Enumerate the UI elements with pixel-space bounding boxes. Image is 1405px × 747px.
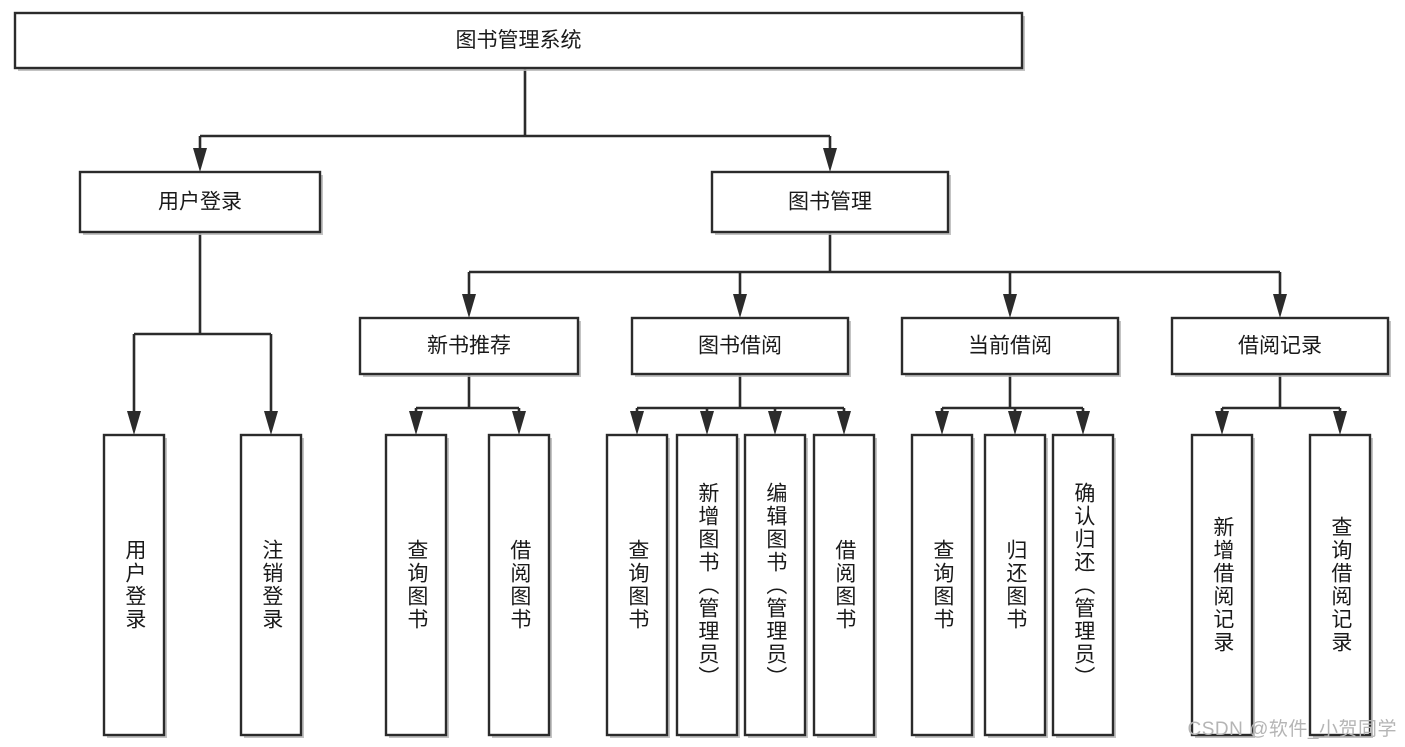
arrow-head-icon: [733, 294, 747, 318]
arrow-head-icon: [1003, 294, 1017, 318]
node-box-current-borrow[interactable]: [900, 316, 1120, 376]
connector-c-user-login: [127, 232, 278, 435]
node-label-user-login: 用户登录: [158, 191, 242, 214]
node-label-new-book-recommend: 新书推荐: [427, 335, 511, 358]
node-box-user-login[interactable]: [78, 170, 322, 234]
node-label-root: 图书管理系统: [456, 29, 582, 52]
arrow-head-icon: [193, 148, 207, 172]
arrow-head-icon: [823, 148, 837, 172]
node-box-leaf-logout[interactable]: [239, 433, 303, 737]
arrow-head-icon: [837, 411, 851, 435]
node-label-borrow-record: 借阅记录: [1238, 335, 1322, 358]
connector-layer: [127, 68, 1347, 435]
node-box-leaf-user-login[interactable]: [102, 433, 166, 737]
node-label-current-borrow: 当前借阅: [968, 335, 1052, 358]
arrow-head-icon: [1333, 411, 1347, 435]
arrow-head-icon: [1215, 411, 1229, 435]
node-box-book-management[interactable]: [710, 170, 950, 234]
connector-c-new-book: [409, 374, 526, 435]
connector-c-current-borrow: [935, 374, 1090, 435]
arrow-head-icon: [935, 411, 949, 435]
arrow-head-icon: [409, 411, 423, 435]
arrow-head-icon: [700, 411, 714, 435]
connector-c-book-borrow: [630, 374, 851, 435]
node-box-leaf-return-book[interactable]: [983, 433, 1047, 737]
arrow-head-icon: [127, 411, 141, 435]
node-box-leaf-add-book[interactable]: [675, 433, 739, 737]
arrow-head-icon: [1273, 294, 1287, 318]
node-box-leaf-confirm-return[interactable]: [1051, 433, 1115, 737]
arrow-head-icon: [630, 411, 644, 435]
arrow-head-icon: [1008, 411, 1022, 435]
csdn-watermark: CSDN @软件_小贺同学: [1187, 719, 1397, 740]
node-box-leaf-add-borrow-record[interactable]: [1190, 433, 1254, 737]
arrow-head-icon: [1076, 411, 1090, 435]
connector-c-book-management: [462, 232, 1287, 318]
node-box-leaf-query-book-borrow[interactable]: [605, 433, 669, 737]
node-box-leaf-edit-book[interactable]: [743, 433, 807, 737]
node-box-book-borrow[interactable]: [630, 316, 850, 376]
node-box-leaf-query-borrow-record[interactable]: [1308, 433, 1372, 737]
node-label-book-borrow: 图书借阅: [698, 335, 782, 358]
arrow-head-icon: [462, 294, 476, 318]
connector-c-borrow-record: [1215, 374, 1347, 435]
node-box-leaf-query-book-current[interactable]: [910, 433, 974, 737]
arrow-head-icon: [512, 411, 526, 435]
node-box-leaf-borrow-book-recommend[interactable]: [487, 433, 551, 737]
node-box-root[interactable]: [13, 11, 1024, 70]
connector-c-root: [193, 68, 837, 172]
node-box-leaf-borrow-book[interactable]: [812, 433, 876, 737]
node-label-book-management: 图书管理: [788, 191, 872, 214]
node-box-layer: [13, 11, 1391, 738]
node-box-leaf-query-book-recommend[interactable]: [384, 433, 448, 737]
arrow-head-icon: [264, 411, 278, 435]
node-box-borrow-record[interactable]: [1170, 316, 1390, 376]
node-box-new-book-recommend[interactable]: [358, 316, 580, 376]
arrow-head-icon: [768, 411, 782, 435]
